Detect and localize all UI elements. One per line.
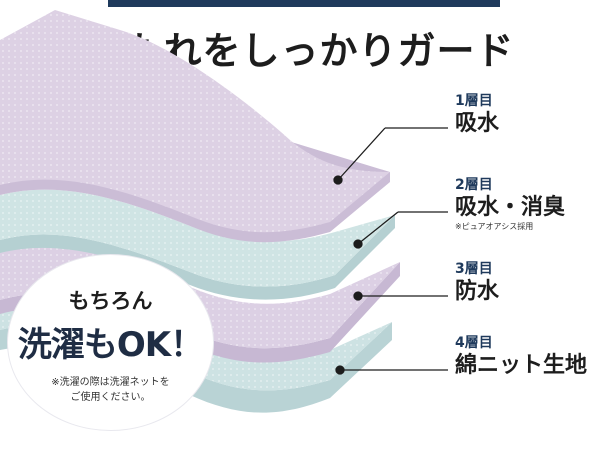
layer-name: 防水 <box>455 279 500 304</box>
leader-dot-4 <box>335 365 345 375</box>
leader-line-1 <box>337 127 386 181</box>
layer-2-sheet-edge <box>0 215 395 300</box>
badge-note-line-2: ご使用ください。 <box>70 392 151 403</box>
layer-label-4: 4層目 綿ニット生地 <box>455 334 587 380</box>
badge-note-line-1: ※洗濯の際は洗濯ネットを <box>51 377 170 388</box>
washable-badge: もちろん 洗濯もOK！ ※洗濯の際は洗濯ネットを ご使用ください。 <box>8 255 213 430</box>
layer-name: 綿ニット生地 <box>455 353 588 378</box>
layer-note: ※ピュアオアシス採用 <box>455 222 534 231</box>
badge-main-text: 洗濯もOK！ <box>17 325 204 365</box>
leader-line-2 <box>357 211 399 245</box>
layer-number: 2層目 <box>455 177 493 193</box>
top-accent-bar <box>108 0 500 7</box>
layer-name: 吸水・消臭 <box>455 195 566 220</box>
layer-label-3: 3層目 防水 <box>455 260 499 306</box>
leader-dot-1 <box>333 175 343 185</box>
layer-name: 吸水 <box>455 111 500 136</box>
layer-label-1: 1層目 吸水 <box>455 92 499 138</box>
layer-number: 4層目 <box>455 335 493 351</box>
layer-number: 1層目 <box>455 93 493 109</box>
badge-note: ※洗濯の際は洗濯ネットを ご使用ください。 <box>23 375 198 405</box>
layer-number: 3層目 <box>455 261 493 277</box>
leader-dot-3 <box>353 291 363 301</box>
badge-top-text: もちろん <box>68 289 153 313</box>
layer-label-2: 2層目 吸水・消臭 ※ピュアオアシス採用 <box>455 176 565 232</box>
leader-dot-2 <box>353 239 363 249</box>
